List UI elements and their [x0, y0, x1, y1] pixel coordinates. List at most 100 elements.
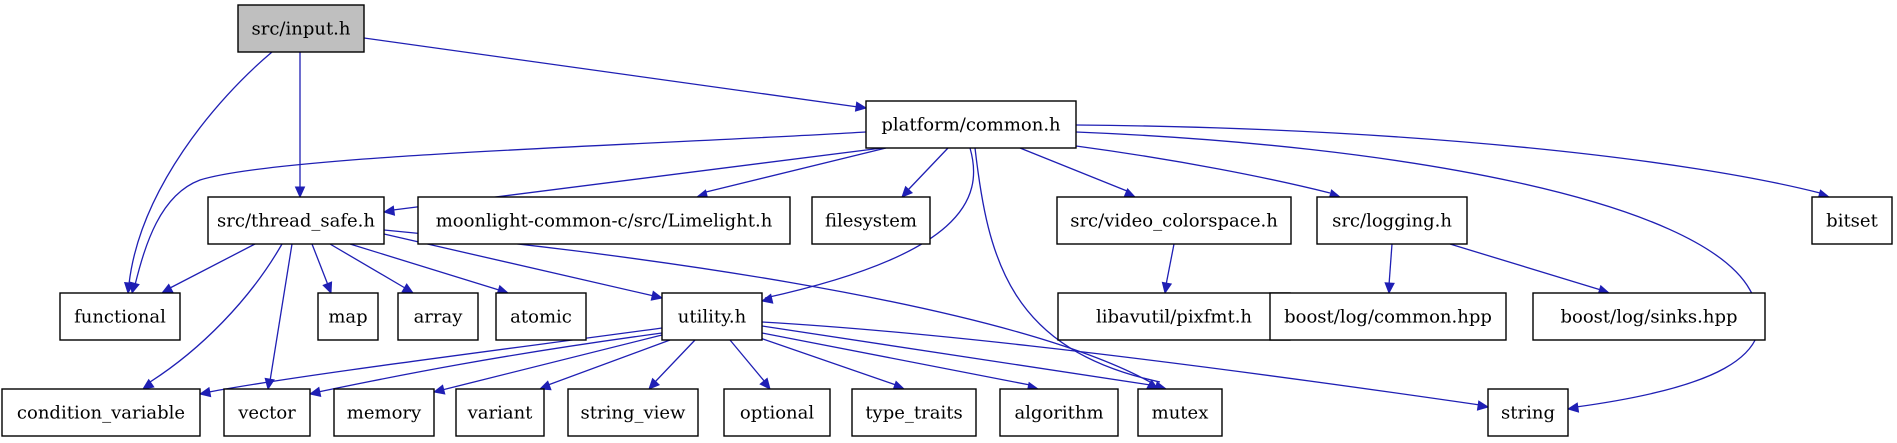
node-box: [417, 196, 791, 245]
edge-utility-h-to-type-traits: [759, 337, 906, 391]
edge-utility-h-to-string: [761, 321, 1490, 411]
node-label: vector: [237, 403, 296, 424]
edge-thread-safe-h-to-condition-variable: [141, 243, 283, 390]
edge-input-h-to-common-h: [363, 37, 868, 112]
node-algorithm[interactable]: algorithm: [999, 388, 1119, 437]
node-box: [851, 388, 977, 437]
node-box: [495, 292, 587, 341]
node-box: [59, 292, 181, 341]
node-boost-common[interactable]: boost/log/common.hpp: [1269, 292, 1507, 341]
node-utility-h[interactable]: utility.h: [661, 292, 763, 341]
node-box: [1137, 388, 1223, 437]
edge-common-h-to-filesystem: [901, 147, 949, 198]
edge-utility-h-to-string-view: [648, 339, 696, 390]
node-string-view[interactable]: string_view: [567, 388, 699, 437]
node-vector[interactable]: vector: [223, 388, 311, 437]
node-label: bitset: [1826, 211, 1878, 232]
node-box: [1269, 292, 1507, 341]
node-box: [811, 196, 931, 245]
edge-logging-h-to-boost-common: [1384, 243, 1395, 295]
node-label: array: [414, 307, 464, 328]
node-input-h[interactable]: src/input.h: [237, 4, 365, 53]
node-variant[interactable]: variant: [455, 388, 545, 437]
edge-utility-h-to-optional: [729, 339, 771, 390]
edge-input-h-to-thread-safe-h: [294, 52, 306, 199]
node-string[interactable]: string: [1487, 388, 1569, 437]
edge-common-h-to-functional: [129, 131, 867, 295]
node-label: optional: [740, 403, 815, 424]
node-type-traits[interactable]: type_traits: [851, 388, 977, 437]
node-array[interactable]: array: [397, 292, 479, 341]
node-pixfmt-h[interactable]: libavutil/pixfmt.h: [1057, 292, 1291, 341]
node-label: moonlight-common-c/src/Limelight.h: [436, 211, 773, 232]
edge-common-h-to-string: [1075, 131, 1761, 413]
node-label: libavutil/pixfmt.h: [1096, 307, 1252, 328]
edge-input-h-to-functional: [123, 51, 273, 295]
node-label: src/video_colorspace.h: [1070, 211, 1278, 232]
edge-common-h-to-mutex: [974, 147, 1168, 392]
node-label: utility.h: [678, 307, 747, 328]
edge-thread-safe-h-to-map: [311, 243, 333, 295]
edge-video-colorspace-h-to-pixfmt-h: [1161, 243, 1175, 295]
node-label: src/input.h: [252, 19, 351, 40]
node-optional[interactable]: optional: [723, 388, 831, 437]
node-box: [455, 388, 545, 437]
node-map[interactable]: map: [317, 292, 379, 341]
node-box: [661, 292, 763, 341]
node-bitset[interactable]: bitset: [1811, 196, 1893, 245]
node-limelight-h[interactable]: moonlight-common-c/src/Limelight.h: [417, 196, 791, 245]
node-thread-safe-h[interactable]: src/thread_safe.h: [207, 196, 385, 245]
node-video-colorspace-h[interactable]: src/video_colorspace.h: [1056, 196, 1292, 245]
edge-thread-safe-h-to-functional: [160, 243, 256, 294]
edge-thread-safe-h-to-array: [329, 243, 415, 294]
node-condition-variable[interactable]: condition_variable: [1, 388, 201, 437]
node-box: [1532, 292, 1766, 341]
node-label: filesystem: [825, 211, 917, 232]
node-box: [223, 388, 311, 437]
edge-utility-h-to-vector: [308, 332, 663, 397]
node-box: [237, 4, 365, 53]
node-mutex[interactable]: mutex: [1137, 388, 1223, 437]
node-label: functional: [74, 307, 166, 328]
node-box: [397, 292, 479, 341]
node-box: [1056, 196, 1292, 245]
node-common-h[interactable]: platform/common.h: [865, 100, 1077, 149]
edge-common-h-to-limelight-h: [695, 147, 887, 200]
node-functional[interactable]: functional: [59, 292, 181, 341]
node-box: [999, 388, 1119, 437]
node-box: [1, 388, 201, 437]
node-label: string: [1501, 403, 1555, 424]
edge-common-h-to-bitset: [1075, 124, 1831, 200]
node-filesystem[interactable]: filesystem: [811, 196, 931, 245]
node-label: boost/log/sinks.hpp: [1560, 307, 1737, 328]
edge-logging-h-to-boost-sinks: [1449, 243, 1611, 295]
node-label: memory: [347, 403, 422, 424]
node-box: [1811, 196, 1893, 245]
node-label: algorithm: [1014, 403, 1103, 424]
node-label: variant: [467, 403, 534, 424]
node-box: [333, 388, 435, 437]
node-box: [317, 292, 379, 341]
node-label: atomic: [510, 307, 572, 328]
node-label: platform/common.h: [881, 115, 1061, 136]
edge-common-h-to-utility-h: [760, 147, 975, 304]
node-label: type_traits: [865, 403, 962, 424]
node-label: map: [328, 307, 367, 328]
node-label: src/logging.h: [1332, 211, 1452, 232]
node-label: string_view: [581, 403, 687, 424]
node-logging-h[interactable]: src/logging.h: [1316, 196, 1468, 245]
node-label: condition_variable: [17, 403, 185, 424]
edge-common-h-to-video-colorspace-h: [1019, 147, 1137, 198]
node-box: [723, 388, 831, 437]
node-box: [567, 388, 699, 437]
node-label: src/thread_safe.h: [217, 211, 375, 232]
node-memory[interactable]: memory: [333, 388, 435, 437]
node-label: boost/log/common.hpp: [1284, 307, 1492, 328]
node-box: [1487, 388, 1569, 437]
node-label: mutex: [1152, 403, 1209, 424]
edge-utility-h-to-condition-variable: [198, 327, 663, 398]
node-atomic[interactable]: atomic: [495, 292, 587, 341]
node-boost-sinks[interactable]: boost/log/sinks.hpp: [1532, 292, 1766, 341]
edge-utility-h-to-memory: [432, 334, 663, 395]
